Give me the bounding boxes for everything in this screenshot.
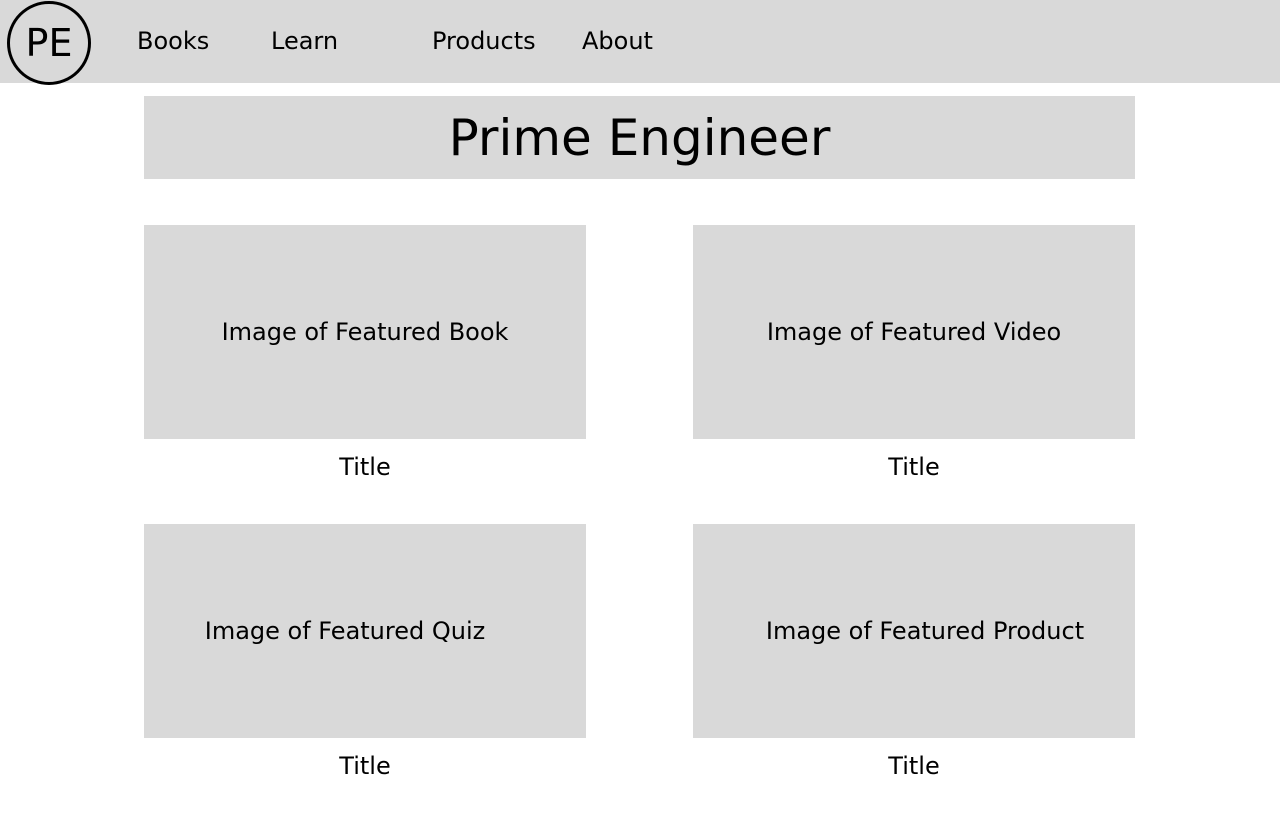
- featured-product-image-label: Image of Featured Product: [765, 617, 1085, 645]
- featured-product-image[interactable]: Image of Featured Product: [693, 524, 1135, 738]
- featured-book-image[interactable]: Image of Featured Book: [144, 225, 586, 439]
- featured-quiz-image-label: Image of Featured Quiz: [204, 617, 486, 645]
- logo-text: PE: [25, 21, 73, 65]
- nav-link-learn[interactable]: Learn: [271, 27, 339, 55]
- featured-quiz-image[interactable]: Image of Featured Quiz: [144, 524, 586, 738]
- featured-video-image[interactable]: Image of Featured Video: [693, 225, 1135, 439]
- featured-video-image-label: Image of Featured Video: [766, 318, 1062, 346]
- hero-banner: Prime Engineer: [144, 96, 1135, 179]
- featured-product-title[interactable]: Title: [888, 752, 940, 780]
- featured-book-title[interactable]: Title: [339, 453, 391, 481]
- featured-book-image-label: Image of Featured Book: [221, 318, 509, 346]
- nav-link-about[interactable]: About: [582, 27, 653, 55]
- nav-link-products[interactable]: Products: [432, 27, 536, 55]
- featured-quiz-title[interactable]: Title: [339, 752, 391, 780]
- top-navbar: PE Books Learn Products About: [0, 0, 1280, 85]
- logo-button[interactable]: PE: [7, 1, 91, 85]
- featured-video-title[interactable]: Title: [888, 453, 940, 481]
- page-title: Prime Engineer: [448, 108, 831, 167]
- nav-link-books[interactable]: Books: [137, 27, 210, 55]
